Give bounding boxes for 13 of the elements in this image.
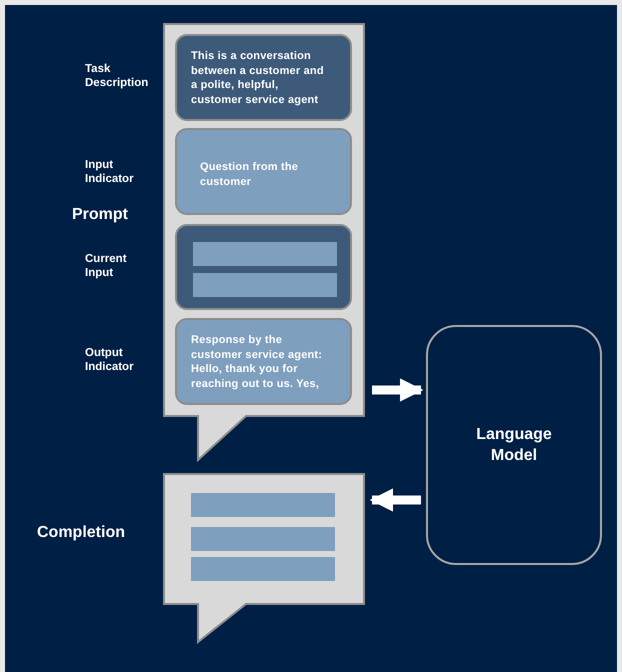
side-label: Task Description: [85, 62, 150, 90]
text-box: This is a conversation between a customer and a polite, helpful, customer service agent: [175, 34, 352, 121]
block-arrow: [372, 378, 424, 402]
side-label: Input Indicator: [85, 158, 135, 186]
side-label: Output Indicator: [85, 346, 135, 374]
text-box: Response by the customer service agent: Hello, thank you for reaching out to us. Yes,: [175, 318, 352, 405]
model-box: Language Model: [426, 325, 602, 565]
section-label: Prompt: [72, 206, 128, 224]
text-box: Question from the customer: [175, 128, 352, 215]
input-box: [175, 224, 352, 310]
block-arrow: [370, 488, 421, 512]
side-label: Current Input: [85, 252, 128, 280]
section-label: Completion: [37, 524, 125, 542]
